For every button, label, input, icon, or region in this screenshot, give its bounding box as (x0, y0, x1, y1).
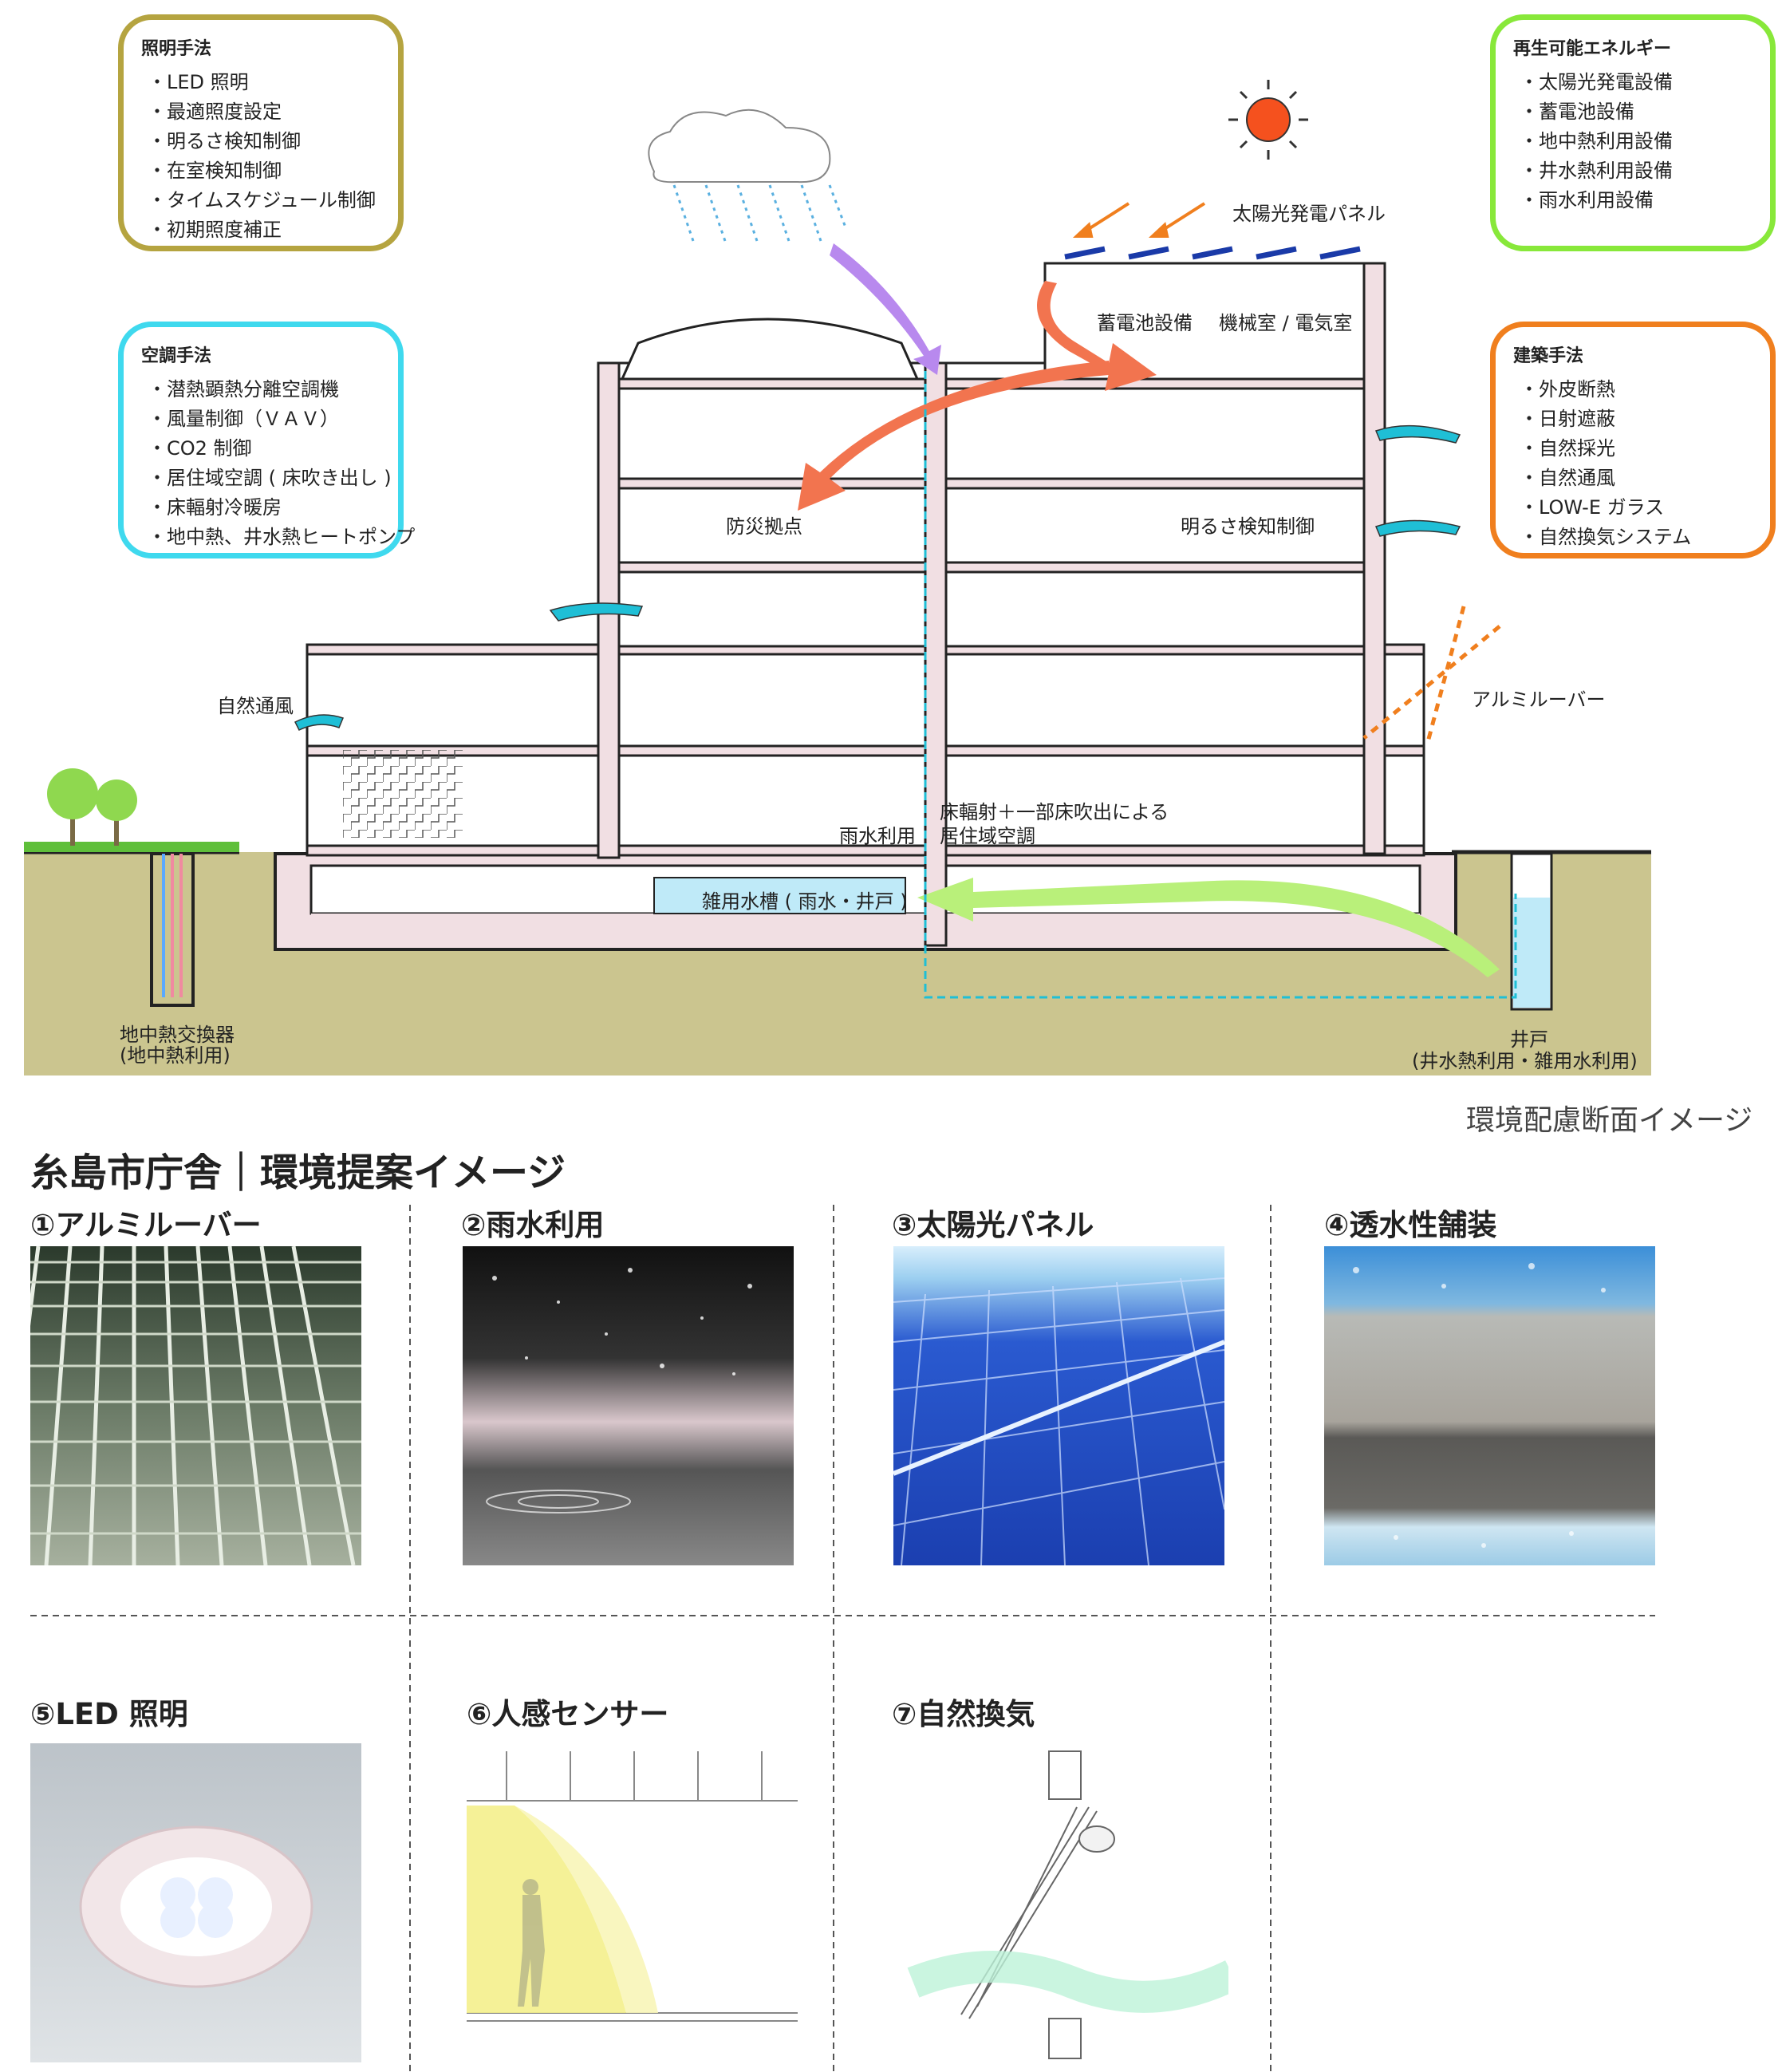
lighting-box-title: 照明手法 (141, 39, 212, 59)
label-solar-panel: 太陽光発電パネル (1232, 203, 1386, 225)
sun-icon (1228, 80, 1308, 160)
list-item: 地中熱、井水熱ヒートポンプ (148, 523, 415, 552)
well (1510, 852, 1553, 1011)
list-item: 井水熱利用設備 (1520, 156, 1770, 186)
lighting-box: 照明手法 LED 照明 最適照度設定 明るさ検知制御 在室検知制御 タイムスケジ… (118, 14, 404, 251)
aircon-box: 空調手法 潜熱顕熱分離空調機 風量制御（ＶＡＶ） CO2 制御 居住域空調 ( … (118, 322, 415, 558)
list-item: 蓄電池設備 (1520, 97, 1770, 127)
architecture-box: 建築手法 外皮断熱 日射遮蔽 自然採光 自然通風 LOW-E ガラス 自然換気シ… (1490, 322, 1776, 558)
rain-cloud-icon (648, 109, 847, 244)
label-geo-1: 地中熱交換器 (120, 1024, 235, 1046)
list-item: 潜熱顕熱分離空調機 (148, 375, 398, 405)
list-item: 雨水利用設備 (1520, 186, 1770, 215)
list-item: 居住域空調 ( 床吹き出し ) (148, 464, 398, 493)
list-item: 太陽光発電設備 (1520, 68, 1770, 97)
list-item: 自然通風 (1520, 464, 1770, 493)
list-item: 床輻射冷暖房 (148, 493, 398, 523)
list-item: 風量制御（ＶＡＶ） (148, 405, 398, 434)
list-item: 自然採光 (1520, 434, 1770, 464)
label-well-2: (井水熱利用・雑用水利用) (1412, 1050, 1638, 1072)
architecture-box-title: 建築手法 (1513, 346, 1584, 366)
window-illustration (897, 1743, 1228, 2062)
list-item: 在室検知制御 (148, 156, 398, 186)
renewable-box-title: 再生可能エネルギー (1513, 39, 1672, 59)
solar-panel-icon (1064, 246, 1361, 260)
list-item: 外皮断熱 (1520, 375, 1770, 405)
label-battery: 蓄電池設備 (1097, 312, 1193, 334)
proposal-label-ventilation: ⑦自然換気 (892, 1697, 1035, 1731)
list-item: LED 照明 (148, 68, 398, 97)
section-caption: 環境配慮断面イメージ (1466, 1104, 1753, 1137)
list-item: 日射遮蔽 (1520, 405, 1770, 434)
proposal-heading: 糸島市庁舎｜環境提案イメージ (30, 1150, 566, 1195)
renewable-box: 再生可能エネルギー 太陽光発電設備 蓄電池設備 地中熱利用設備 井水熱利用設備 … (1490, 14, 1776, 251)
water-tank (653, 877, 906, 914)
building-section (306, 262, 1425, 947)
solar-photo (893, 1246, 1224, 1565)
label-brightness: 明るさ検知制御 (1181, 515, 1315, 538)
paving-photo (1324, 1246, 1655, 1565)
label-floor-radiant-2: 居住域空調 (940, 825, 1035, 847)
proposal-label-sensor: ⑥人感センサー (467, 1697, 669, 1731)
section-diagram (24, 80, 1651, 1075)
label-geo-2: (地中熱利用) (120, 1044, 231, 1067)
aircon-box-title: 空調手法 (141, 346, 212, 366)
distribution-arrow (798, 361, 1109, 511)
geothermal-exchanger (150, 852, 195, 1007)
list-item: 最適照度設定 (148, 97, 398, 127)
louver-photo (30, 1246, 361, 1565)
proposal-label-led: ⑤LED 照明 (30, 1697, 188, 1731)
list-item: CO2 制御 (148, 434, 398, 464)
rain-pipe (924, 371, 1517, 999)
list-item: タイムスケジュール制御 (148, 186, 398, 215)
grid-dividers (30, 1205, 1655, 2072)
label-louver: アルミルーバー (1472, 689, 1606, 711)
proposal-label-solar: ③太陽光パネル (892, 1208, 1094, 1242)
sensor-illustration (467, 1743, 798, 2062)
tree-icon (47, 768, 137, 846)
label-machine-room: 機械室 / 電気室 (1219, 312, 1353, 334)
list-item: LOW-E ガラス (1520, 493, 1770, 523)
label-disaster-base: 防災拠点 (726, 515, 802, 538)
battery-arrow (1037, 281, 1157, 391)
proposal-label-paving: ④透水性舗装 (1324, 1208, 1497, 1242)
list-item: 地中熱利用設備 (1520, 127, 1770, 156)
list-item: 自然換気システム (1520, 523, 1770, 552)
rain-arrow (830, 243, 941, 375)
label-natural-vent: 自然通風 (217, 695, 294, 717)
list-item: 明るさ検知制御 (148, 127, 398, 156)
label-well-1: 井戸 (1510, 1028, 1548, 1051)
label-tank: 雑用水槽 ( 雨水・井戸 ) (702, 890, 908, 913)
list-item: 初期照度補正 (148, 215, 398, 245)
proposal-label-louver: ①アルミルーバー (30, 1208, 262, 1242)
well-water-arrow (917, 878, 1500, 977)
led-photo (30, 1743, 361, 2062)
label-rainwater-use: 雨水利用 (839, 825, 916, 847)
label-floor-radiant-1: 床輻射＋一部床吹出による (940, 801, 1169, 823)
proposal-label-rain: ②雨水利用 (461, 1208, 605, 1242)
rain-photo (463, 1246, 794, 1565)
